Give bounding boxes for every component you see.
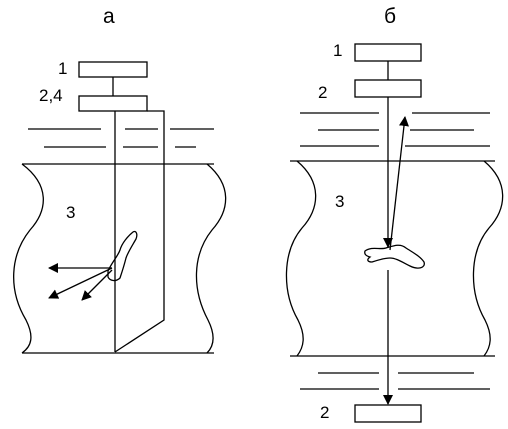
panel-b: б 1 2 3	[285, 5, 504, 423]
panel-b-title: б	[384, 5, 396, 28]
label-2-bottom: 2	[320, 403, 329, 422]
coupling-layer-lines	[28, 128, 214, 148]
receiver-2-bottom-box	[354, 404, 422, 423]
label-2-4: 2,4	[39, 86, 63, 105]
label-2-top: 2	[318, 83, 327, 102]
wedge-prism	[114, 110, 165, 353]
receiver-2-top-box	[354, 79, 422, 98]
defect-crack-b	[364, 244, 425, 269]
scatter-arrows	[48, 263, 113, 301]
label-1-b: 1	[333, 41, 342, 60]
coupling-lines-top	[300, 112, 490, 147]
test-object-b	[285, 160, 504, 357]
test-object-a	[13, 163, 227, 354]
transducer-1-box	[78, 61, 148, 78]
defect-crack-a	[107, 230, 138, 282]
label-3-b: 3	[335, 192, 344, 211]
coupling-lines-bottom	[300, 372, 490, 390]
echo-beams	[383, 97, 409, 405]
transducer-2-4-box	[78, 95, 148, 112]
label-1: 1	[58, 59, 67, 78]
transmitter-1-box	[354, 43, 422, 62]
label-3: 3	[66, 203, 75, 222]
panel-a-title: а	[103, 5, 115, 28]
panel-a: а 1 2,4 3	[13, 5, 227, 354]
